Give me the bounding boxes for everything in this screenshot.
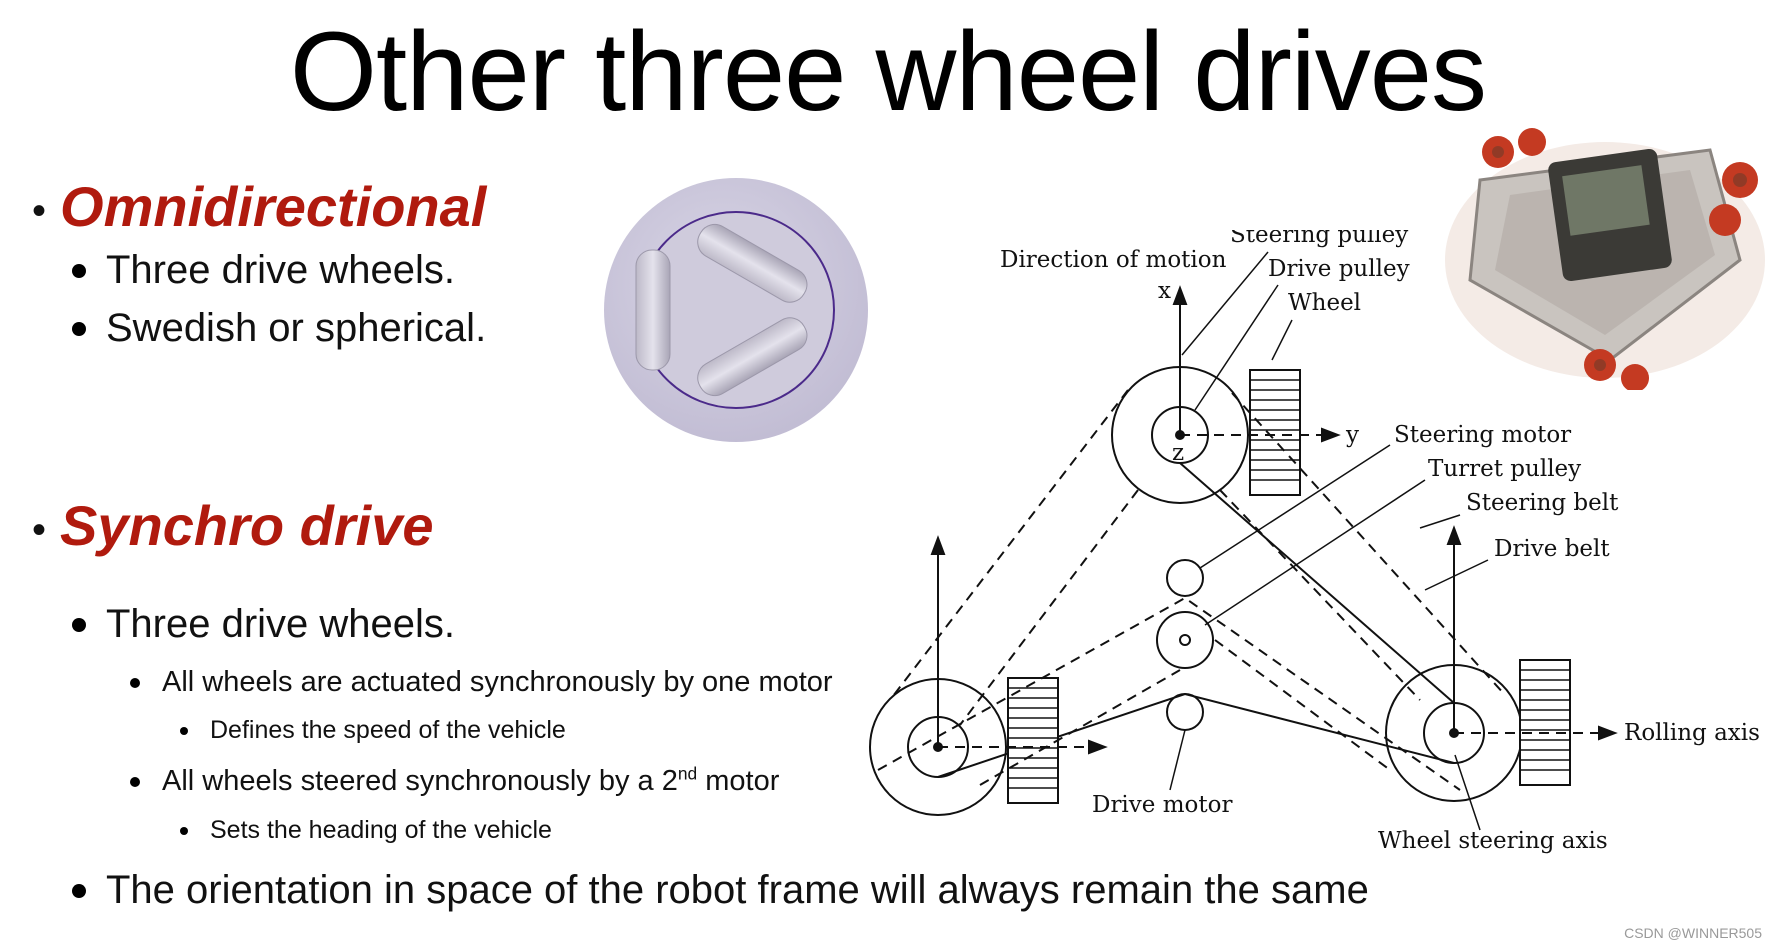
label-steering-motor: Steering motor [1394, 422, 1571, 448]
slide-title: Other three wheel drives [289, 9, 1487, 134]
bullet-icon [130, 776, 140, 787]
list-item-text: Three drive wheels. [106, 602, 456, 646]
label-y: y [1345, 422, 1359, 448]
wheel-left [635, 249, 671, 371]
omni-robot-illustration [604, 178, 868, 442]
bullet-icon [72, 617, 86, 632]
synchro-drive-diagram: Direction of motion Steering pulley Driv… [869, 230, 1760, 854]
watermark: CSDN @WINNER505 [1624, 925, 1762, 941]
label-drive-belt: Drive belt [1494, 536, 1610, 562]
list-item-text: Defines the speed of the vehicle [210, 716, 566, 744]
list-item-text: The orientation in space of the robot fr… [106, 868, 1369, 912]
list-item: Defines the speed of the vehicle [180, 716, 566, 745]
label-steering-belt: Steering belt [1466, 490, 1619, 516]
superscript: nd [677, 763, 698, 784]
list-item: Three drive wheels. [72, 248, 455, 293]
list-item: All wheels steered synchronously by a 2n… [130, 765, 779, 798]
label-drive-motor: Drive motor [1092, 792, 1232, 818]
list-item-text-post: motor [697, 765, 780, 797]
bullet-icon [72, 883, 86, 898]
label-direction-of-motion: Direction of motion [1000, 247, 1227, 273]
wheel-top-shape [1249, 369, 1301, 496]
synchro-robot-photo [1445, 128, 1765, 390]
list-item: Sets the heading of the vehicle [180, 816, 552, 845]
list-item-text: All wheels steered synchronously by a 2n… [162, 765, 779, 798]
label-drive-pulley: Drive pulley [1268, 256, 1410, 282]
list-item-text: Swedish or spherical. [106, 306, 487, 350]
label-x: x [1158, 278, 1171, 304]
label-steering-pulley: Steering pulley [1230, 230, 1408, 248]
label-wheel-steering-axis: Wheel steering axis [1378, 828, 1608, 854]
omnidirectional-heading-text: Omnidirectional [60, 175, 487, 238]
list-item-text: Sets the heading of the vehicle [210, 816, 552, 844]
list-item: Three drive wheels. [72, 602, 455, 647]
synchro-drive-heading-text: Synchro drive [60, 494, 434, 557]
label-wheel: Wheel [1288, 290, 1361, 316]
list-item: All wheels are actuated synchronously by… [130, 666, 833, 699]
synchro-drive-heading: • Synchro drive [32, 493, 433, 558]
omnidirectional-heading: • Omnidirectional [32, 174, 486, 239]
bullet-icon [180, 726, 188, 735]
wheel-bottom [697, 317, 808, 397]
wheel-top [697, 223, 808, 303]
label-z: z [1172, 440, 1184, 466]
bullet-icon: • [32, 507, 47, 552]
bullet-icon [72, 263, 86, 278]
bullet-icon [130, 677, 140, 688]
list-item-text-pre: All wheels steered synchronously by a 2 [162, 765, 678, 797]
bullet-icon [180, 826, 188, 835]
bullet-icon [72, 321, 86, 336]
label-turret-pulley: Turret pulley [1428, 456, 1581, 482]
list-item: The orientation in space of the robot fr… [72, 868, 1369, 913]
list-item: Swedish or spherical. [72, 306, 486, 351]
bullet-icon: • [32, 188, 47, 233]
list-item-text: Three drive wheels. [106, 248, 456, 292]
label-rolling-axis: Rolling axis [1624, 720, 1760, 746]
list-item-text: All wheels are actuated synchronously by… [162, 666, 833, 698]
